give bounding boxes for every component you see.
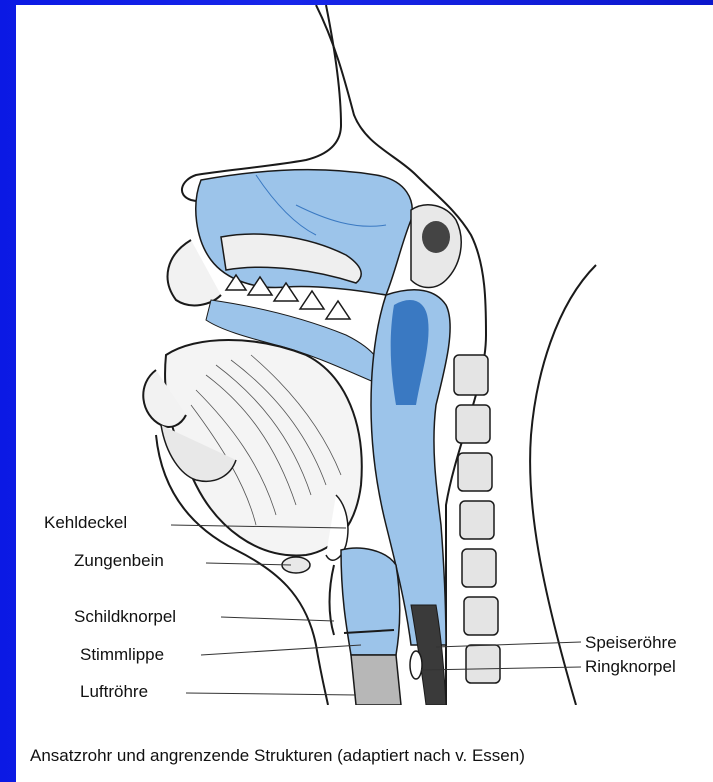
label-stimmlippe: Stimmlippe (80, 645, 164, 665)
label-speiseroehre: Speiseröhre (585, 633, 677, 653)
cricoid-cartilage (410, 651, 422, 679)
label-kehldeckel: Kehldeckel (44, 513, 127, 533)
larynx (341, 548, 400, 655)
cervical-vertebrae (454, 355, 500, 683)
label-zungenbein: Zungenbein (74, 551, 164, 571)
sinus-dark (422, 221, 450, 253)
nasal-cavity (196, 170, 412, 295)
figure-caption: Ansatzrohr und angrenzende Strukturen (a… (30, 746, 525, 766)
thyroid-cartilage (330, 565, 335, 635)
anatomy-diagram (16, 5, 713, 705)
label-ringknorpel: Ringknorpel (585, 657, 676, 677)
label-schildknorpel: Schildknorpel (74, 607, 176, 627)
trachea (351, 655, 401, 705)
label-luftroehre: Luftröhre (80, 682, 148, 702)
